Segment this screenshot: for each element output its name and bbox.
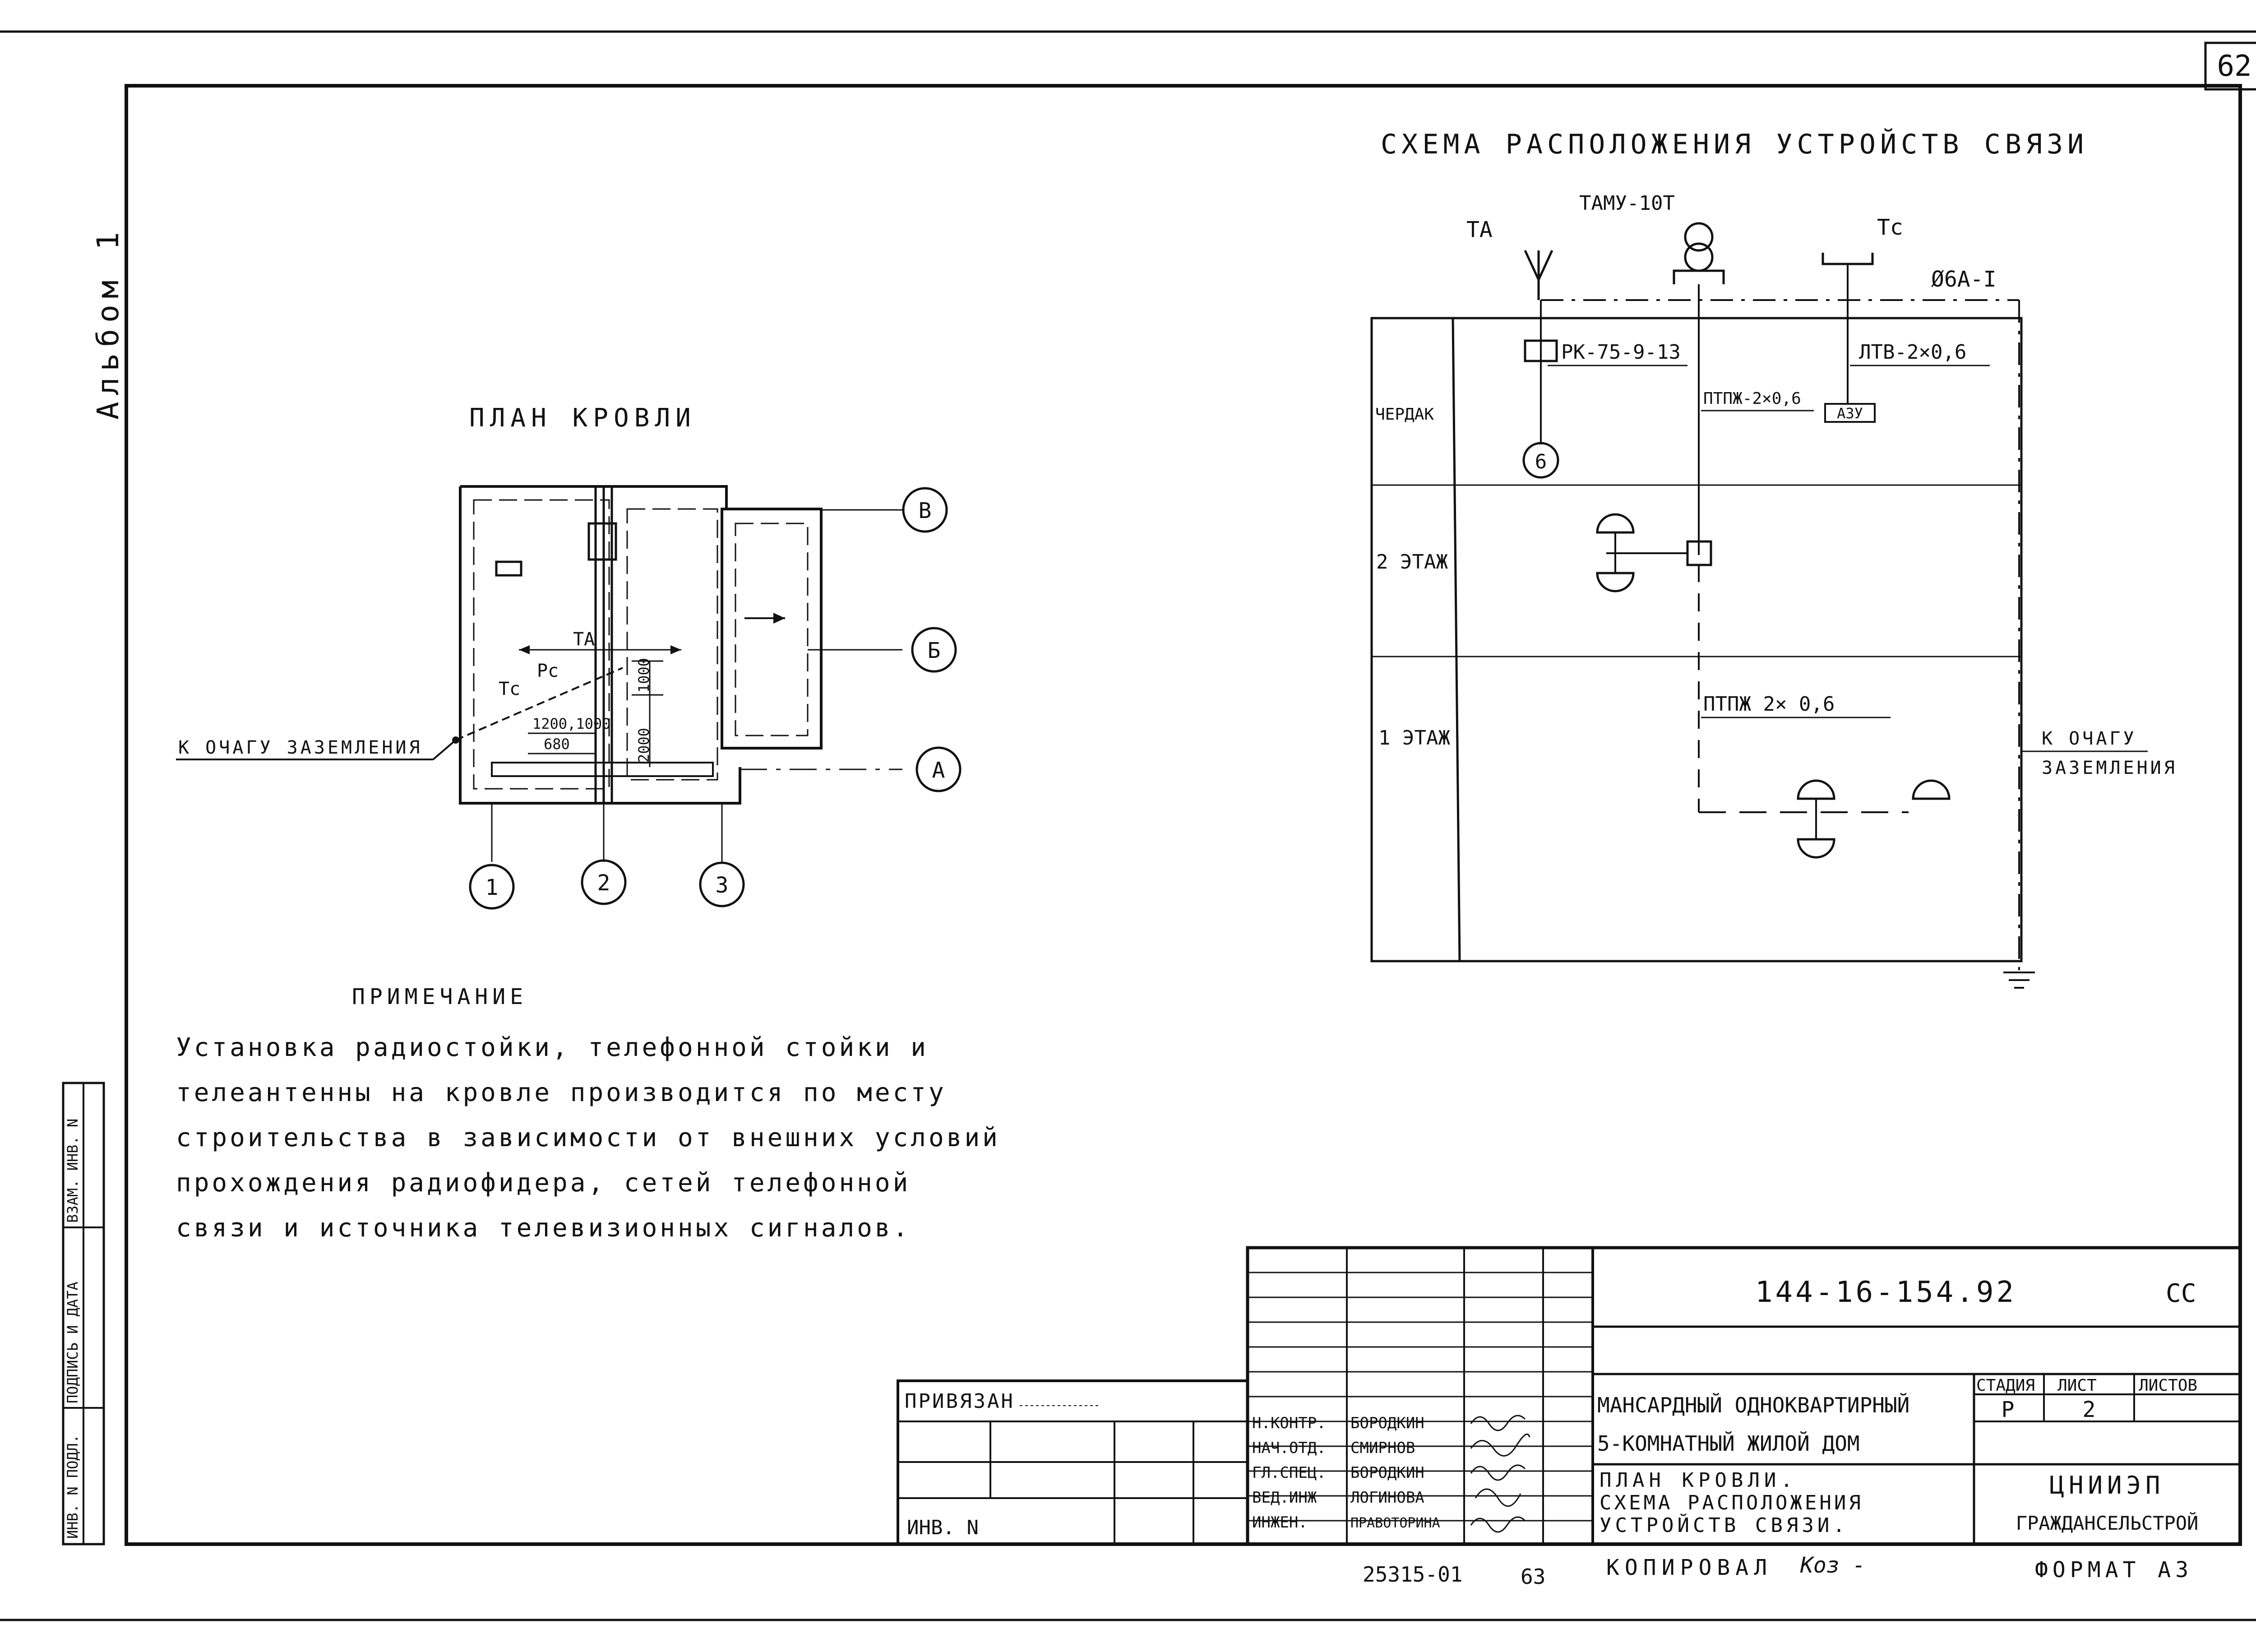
sheet-value: 2 [2083,1397,2096,1422]
axis-marker-v [902,487,948,533]
signature-3 [1470,1464,1526,1481]
note-line-3: строительства в зависимости от внешних у… [176,1123,1000,1152]
signer-name-3: БОРОДКИН [1350,1464,1424,1482]
axis-label-a: А [932,758,945,783]
album-label: Альбом 1 [91,226,125,420]
roof-dim-2000: 2000 [635,728,652,763]
axis-label-2: 2 [597,870,610,896]
copied-by-signature: Коз - [1800,1553,1866,1578]
privyazan-label: ПРИВЯЗАН [905,1390,1015,1413]
scheme-title: СХЕМА РАСПОЛОЖЕНИЯ УСТРОЙСТВ СВЯЗИ [1381,128,2088,160]
stamp-inv-podl: ИНВ. N ПОДЛ. [64,1435,81,1539]
signature-5 [1470,1516,1526,1533]
azu-label: АЗУ [1837,405,1863,422]
stamp-podpis-data: ПОДПИСЬ И ДАТА [64,1282,81,1403]
ptpzh-bottom-label: ПТПЖ 2× 0,6 [1703,693,1835,716]
roof-dim-680: 680 [544,736,570,753]
object-line-1: МАНСАРДНЫЙ ОДНОКВАРТИРНЫЙ [1597,1393,1909,1417]
note-line-1: Установка радиостойки, телефонной стойки… [176,1033,929,1062]
sheets-header: ЛИСТОВ [2139,1376,2197,1395]
note-line-4: прохождения радиофидера, сетей телефонно… [176,1168,911,1198]
antenna-label: ТА [1466,217,1493,242]
axis-label-3: 3 [716,873,729,898]
note-line-5: связи и источника телевизионных сигналов… [176,1213,911,1243]
axis-marker-b [911,627,957,673]
rk-label: РК-75-9-13 [1561,341,1681,364]
roof-plan: ПЛАН КРОВЛИ ТА Рс Тс 1000 2000 1200,1000… [176,403,962,910]
cable-mark: 6 [1535,450,1547,473]
axis-label-v: В [919,498,932,523]
axis-label-1: 1 [485,875,499,900]
signer-name-4: ЛОГИНОВА [1350,1489,1424,1507]
format-label: ФОРМАТ А3 [2035,1557,2193,1583]
title-block: Н.КОНТР. БОРОДКИН НАЧ.ОТД. СМИРНОВ ГЛ.СП… [897,1246,2242,1546]
floor-label-1: 1 ЭТАЖ [1378,727,1450,750]
axis-marker-a [915,746,962,792]
archive-page: 63 [1521,1564,1545,1589]
org-line-1: ЦНИИЭП [2049,1471,2164,1499]
roof-label-rc: Рс [537,661,559,681]
stage-header: СТАДИЯ [1976,1376,2035,1395]
signer-role-1: Н.КОНТР. [1252,1414,1326,1432]
signer-role-5: ИНЖЕН. [1252,1513,1308,1532]
sheet-header: ЛИСТ [2057,1376,2097,1395]
tamu-label: ТАМУ-10Т [1579,192,1675,215]
axis-marker-3 [699,861,745,907]
axis-label-b: Б [928,638,941,663]
doc-code: 144-16-154.92 [1755,1276,2016,1309]
wire-label: Ø6А-I [1931,267,1997,292]
signer-role-4: ВЕД.ИНЖ [1252,1489,1317,1507]
ltv-label: ЛТВ-2×0,6 [1859,341,1966,364]
floor-label-2: 2 ЭТАЖ [1376,551,1448,574]
roof-label-tc: Тс [499,679,520,699]
signature-2 [1470,1433,1530,1457]
scheme-ground-label-1: К ОЧАГУ [2042,728,2137,749]
signer-role-2: НАЧ.ОТД. [1252,1439,1326,1457]
roof-dim-1200: 1200,1000 [532,715,610,732]
note-block: ПРИМЕЧАНИЕ Установка радиостойки, телефо… [176,984,1000,1243]
axis-marker-2 [581,859,627,905]
copied-by-label: КОПИРОВАЛ [1606,1555,1772,1580]
signer-name-2: СМИРНОВ [1350,1439,1415,1457]
archive-number: 25315-01 [1363,1562,1463,1587]
roof-plan-title: ПЛАН КРОВЛИ [469,403,696,433]
tc-label: Тс [1877,215,1903,240]
note-heading: ПРИМЕЧАНИЕ [352,984,527,1009]
sheet-title-2: СХЕМА РАСПОЛОЖЕНИЯ [1600,1491,1863,1514]
left-stamp: ИНВ. N ПОДЛ. ПОДПИСЬ И ДАТА ВЗАМ. ИНВ. N [62,1082,105,1546]
object-line-2: 5-КОМНАТНЫЙ ЖИЛОЙ ДОМ [1597,1431,1860,1456]
inv-n-label: ИНВ. N [907,1516,979,1539]
org-line-2: ГРАЖДАНСЕЛЬСТРОЙ [2016,1512,2199,1534]
roof-dim-1000: 1000 [635,658,652,693]
signer-name-1: БОРОДКИН [1350,1414,1424,1432]
ptpzh-top-label: ПТПЖ-2×0,6 [1703,389,1801,408]
signature-1 [1470,1415,1526,1431]
sheet-title-3: УСТРОЙСТВ СВЯЗИ. [1600,1513,1849,1537]
axis-marker-1 [469,864,515,910]
sheet-title-1: ПЛАН КРОВЛИ. [1600,1469,1797,1492]
roof-label-ta: ТА [573,629,595,650]
note-line-2: телеантенны на кровле производится по ме… [176,1078,947,1107]
floor-label-attic: ЧЕРДАК [1375,405,1434,424]
signature-4 [1475,1488,1521,1507]
stamp-vzam-inv: ВЗАМ. ИНВ. N [64,1119,81,1223]
comm-scheme: СХЕМА РАСПОЛОЖЕНИЯ УСТРОЙСТВ СВЯЗИ ЧЕРДА… [1370,128,2177,989]
signer-name-5: ПРАВОТОРИНА [1350,1515,1440,1531]
doc-suffix: СС [2166,1279,2196,1308]
stage-value: Р [2002,1397,2015,1422]
scheme-ground-label-2: ЗАЗЕМЛЕНИЯ [2042,758,2177,778]
roof-ground-label: К ОЧАГУ ЗАЗЕМЛЕНИЯ [178,737,422,758]
page-number: 62 [2217,50,2251,83]
signer-role-3: ГЛ.СПЕЦ. [1252,1464,1326,1482]
